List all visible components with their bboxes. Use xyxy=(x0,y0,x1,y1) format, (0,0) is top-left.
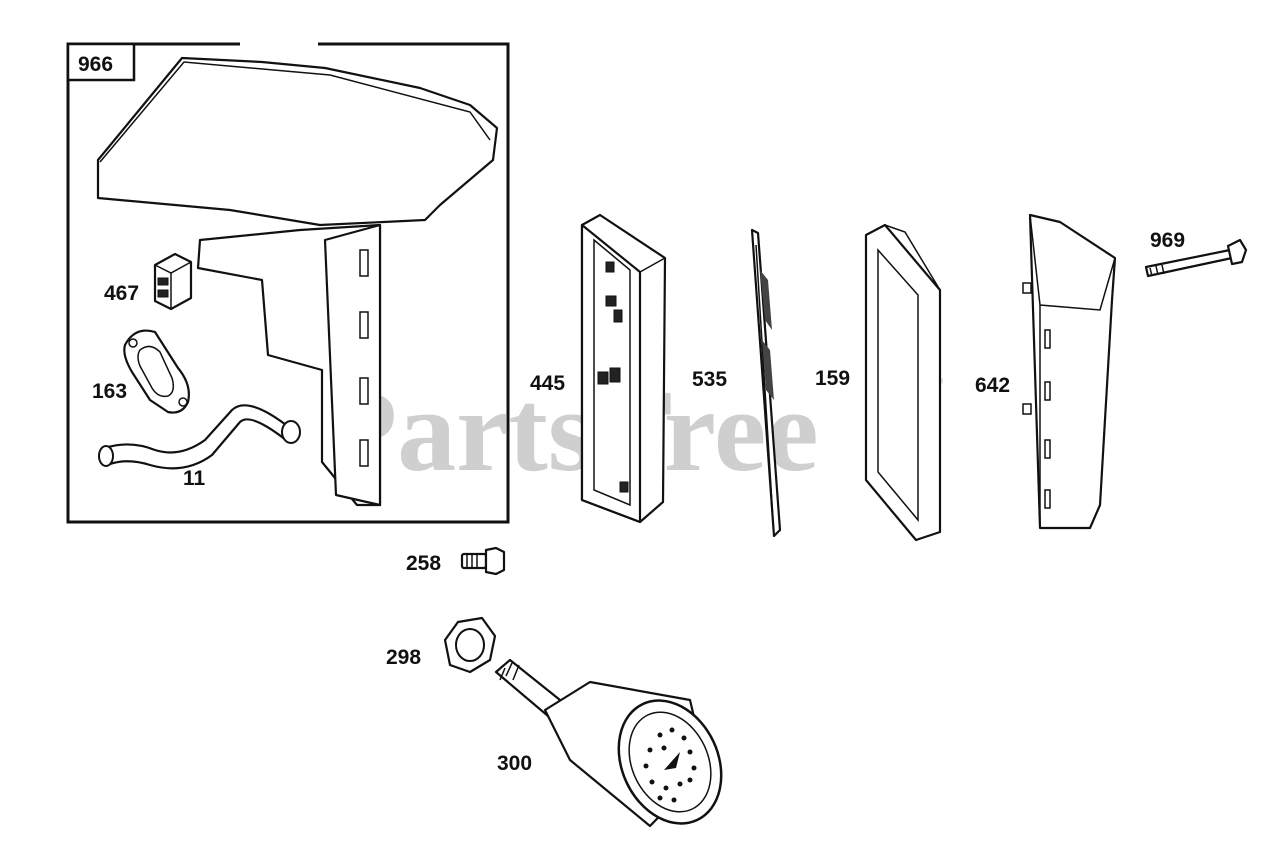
part-159-frame: 159 xyxy=(815,223,942,542)
part-467-block: 467 xyxy=(104,252,193,311)
part-642-cover: 642 xyxy=(975,213,1117,530)
callout-163: 163 xyxy=(92,380,127,403)
callout-969: 969 xyxy=(1150,229,1185,252)
part-163-gasket: 163 xyxy=(92,329,190,414)
part-11-tube: 11 xyxy=(98,404,301,490)
callout-642: 642 xyxy=(975,374,1010,397)
part-300-muffler: 300 xyxy=(494,658,723,828)
callout-300: 300 xyxy=(497,752,532,775)
muffler-holes xyxy=(643,727,697,803)
filter-pleat-pattern xyxy=(597,261,629,493)
part-258-screw: 258 xyxy=(406,546,506,576)
callout-535: 535 xyxy=(692,368,727,391)
part-535-screen: 535 xyxy=(692,228,782,538)
part-969-bolt: 969 xyxy=(1144,229,1248,278)
callout-258: 258 xyxy=(406,552,441,575)
callout-298: 298 xyxy=(386,646,421,669)
callout-467: 467 xyxy=(104,282,139,305)
callout-159: 159 xyxy=(815,367,850,390)
watermark-text: PartsTree xyxy=(325,365,819,496)
part-445-filter: 445 xyxy=(530,213,667,524)
callout-445: 445 xyxy=(530,372,565,395)
callout-11: 11 xyxy=(183,467,206,490)
air-cleaner-base xyxy=(96,56,499,507)
part-298-nut: 298 xyxy=(386,616,497,674)
kit-966-group: 966 xyxy=(66,42,510,524)
callout-966: 966 xyxy=(78,53,113,76)
